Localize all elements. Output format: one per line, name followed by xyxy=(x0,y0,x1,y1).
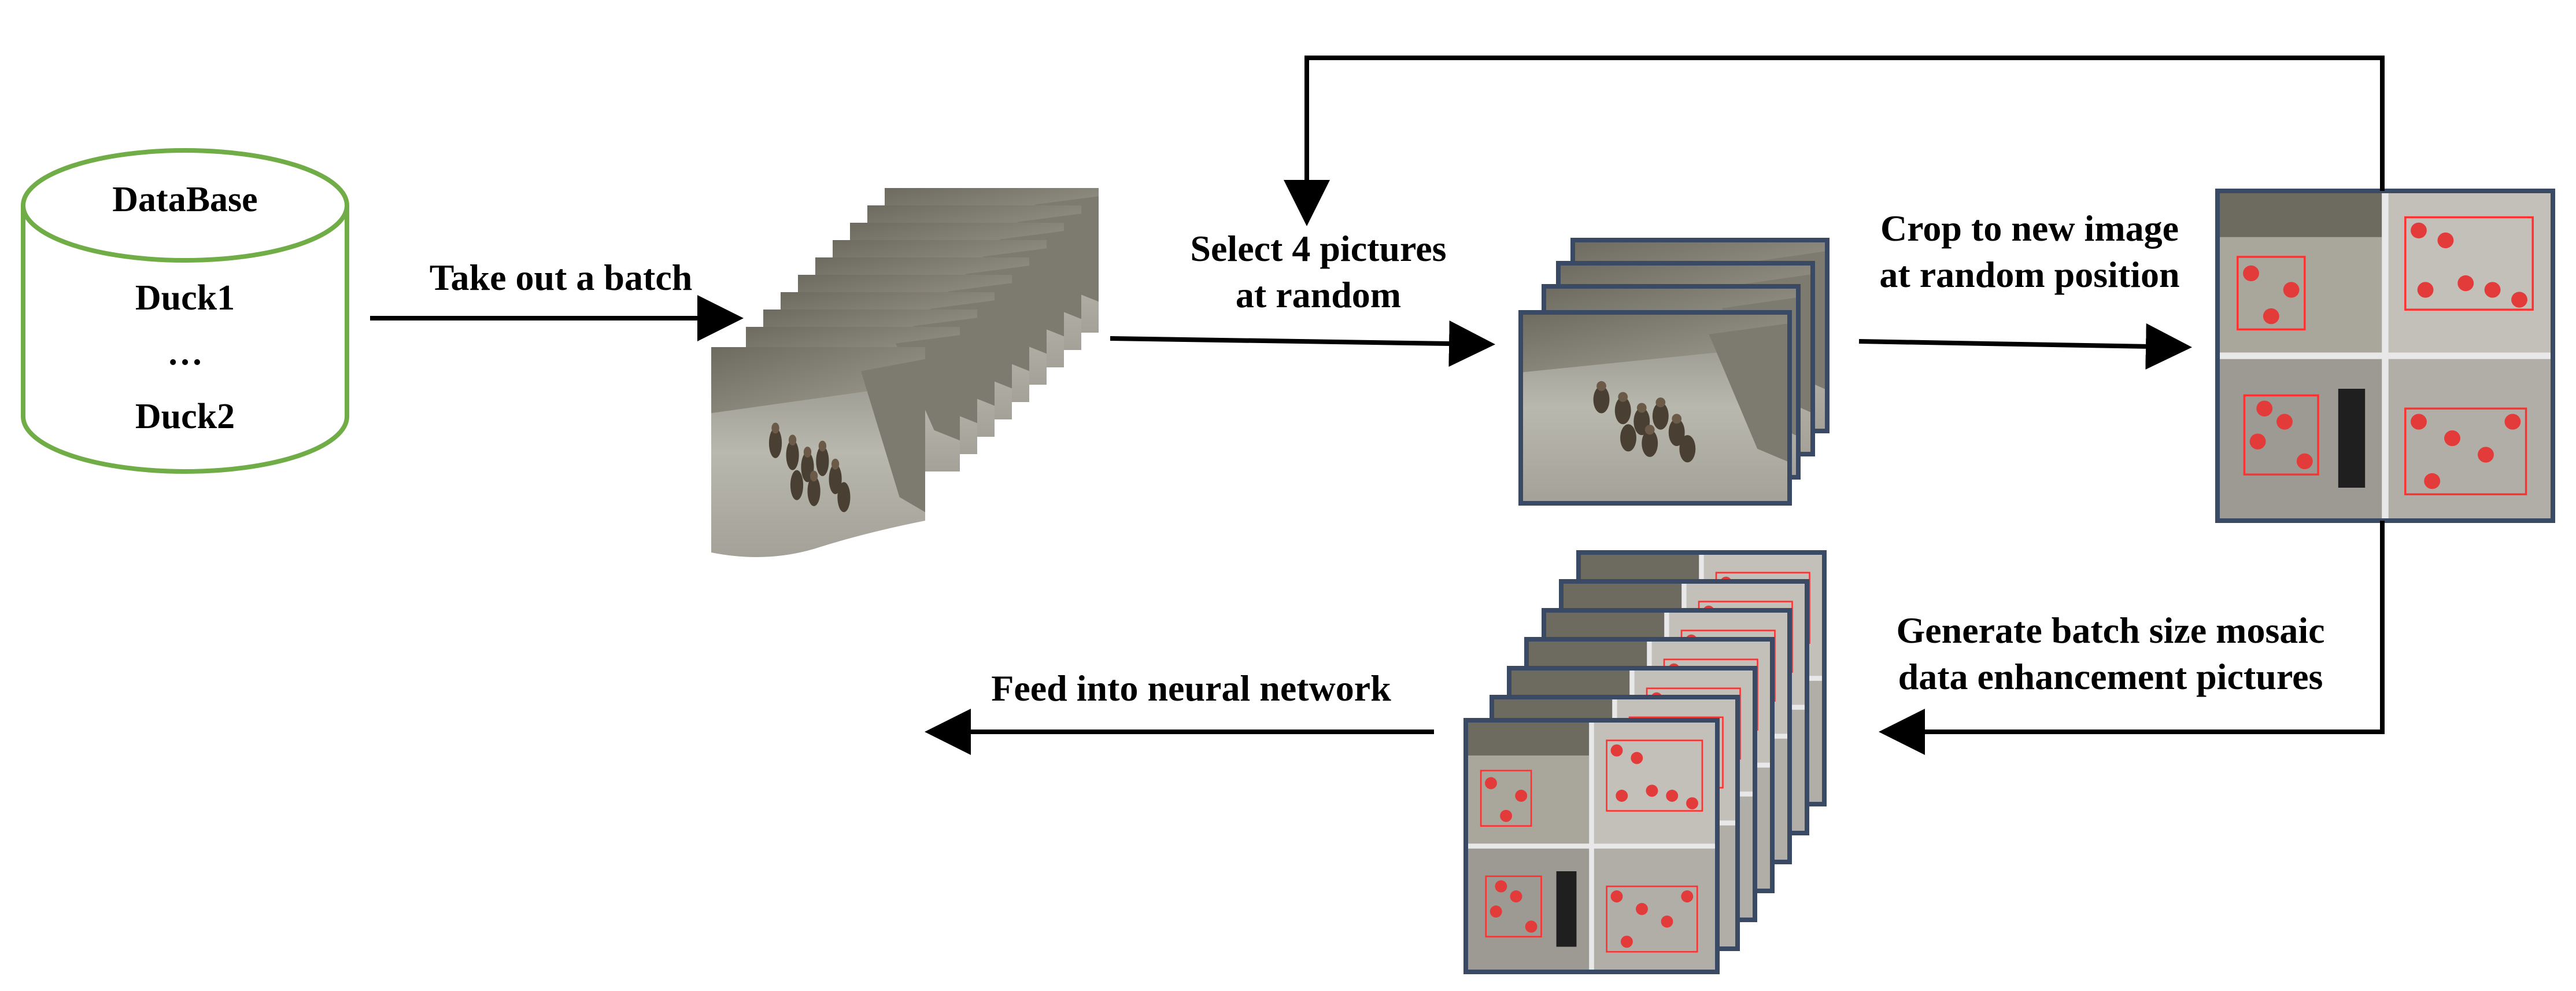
arrow-crop xyxy=(1858,323,2192,370)
mosaic-batch-stack xyxy=(1463,550,1827,974)
database-cylinder-icon xyxy=(21,148,349,474)
label-generate-mosaic: Generate batch size mosaic data enhancem… xyxy=(1862,607,2359,700)
arrow-loop-back xyxy=(1284,56,2385,226)
flow-arrows xyxy=(370,56,2385,755)
label-generate-line1: Generate batch size mosaic xyxy=(1896,610,2325,651)
database-title: DataBase xyxy=(112,180,258,219)
label-crop-image: Crop to new image at random position xyxy=(1839,205,2220,298)
label-select-line2: at random xyxy=(1235,274,1402,315)
label-select-line1: Select 4 pictures xyxy=(1190,228,1447,269)
database-item-duck2: Duck2 xyxy=(135,397,235,436)
selected-pictures-stack xyxy=(1518,238,1830,506)
database-item-ellipsis: … xyxy=(167,333,203,373)
label-crop-line2: at random position xyxy=(1879,254,2180,295)
database-item-duck1: Duck1 xyxy=(135,278,235,318)
label-select-pictures: Select 4 pictures at random xyxy=(1133,226,1503,318)
label-take-batch: Take out a batch xyxy=(429,257,693,298)
label-feed-network: Feed into neural network xyxy=(991,668,1391,709)
label-crop-line1: Crop to new image xyxy=(1880,208,2179,249)
arrow-generate xyxy=(1879,521,2385,755)
arrow-select xyxy=(1110,320,1495,367)
label-generate-line2: data enhancement pictures xyxy=(1898,656,2323,697)
mosaic-image xyxy=(2215,189,2555,523)
photo-batch-stack xyxy=(711,188,1099,557)
